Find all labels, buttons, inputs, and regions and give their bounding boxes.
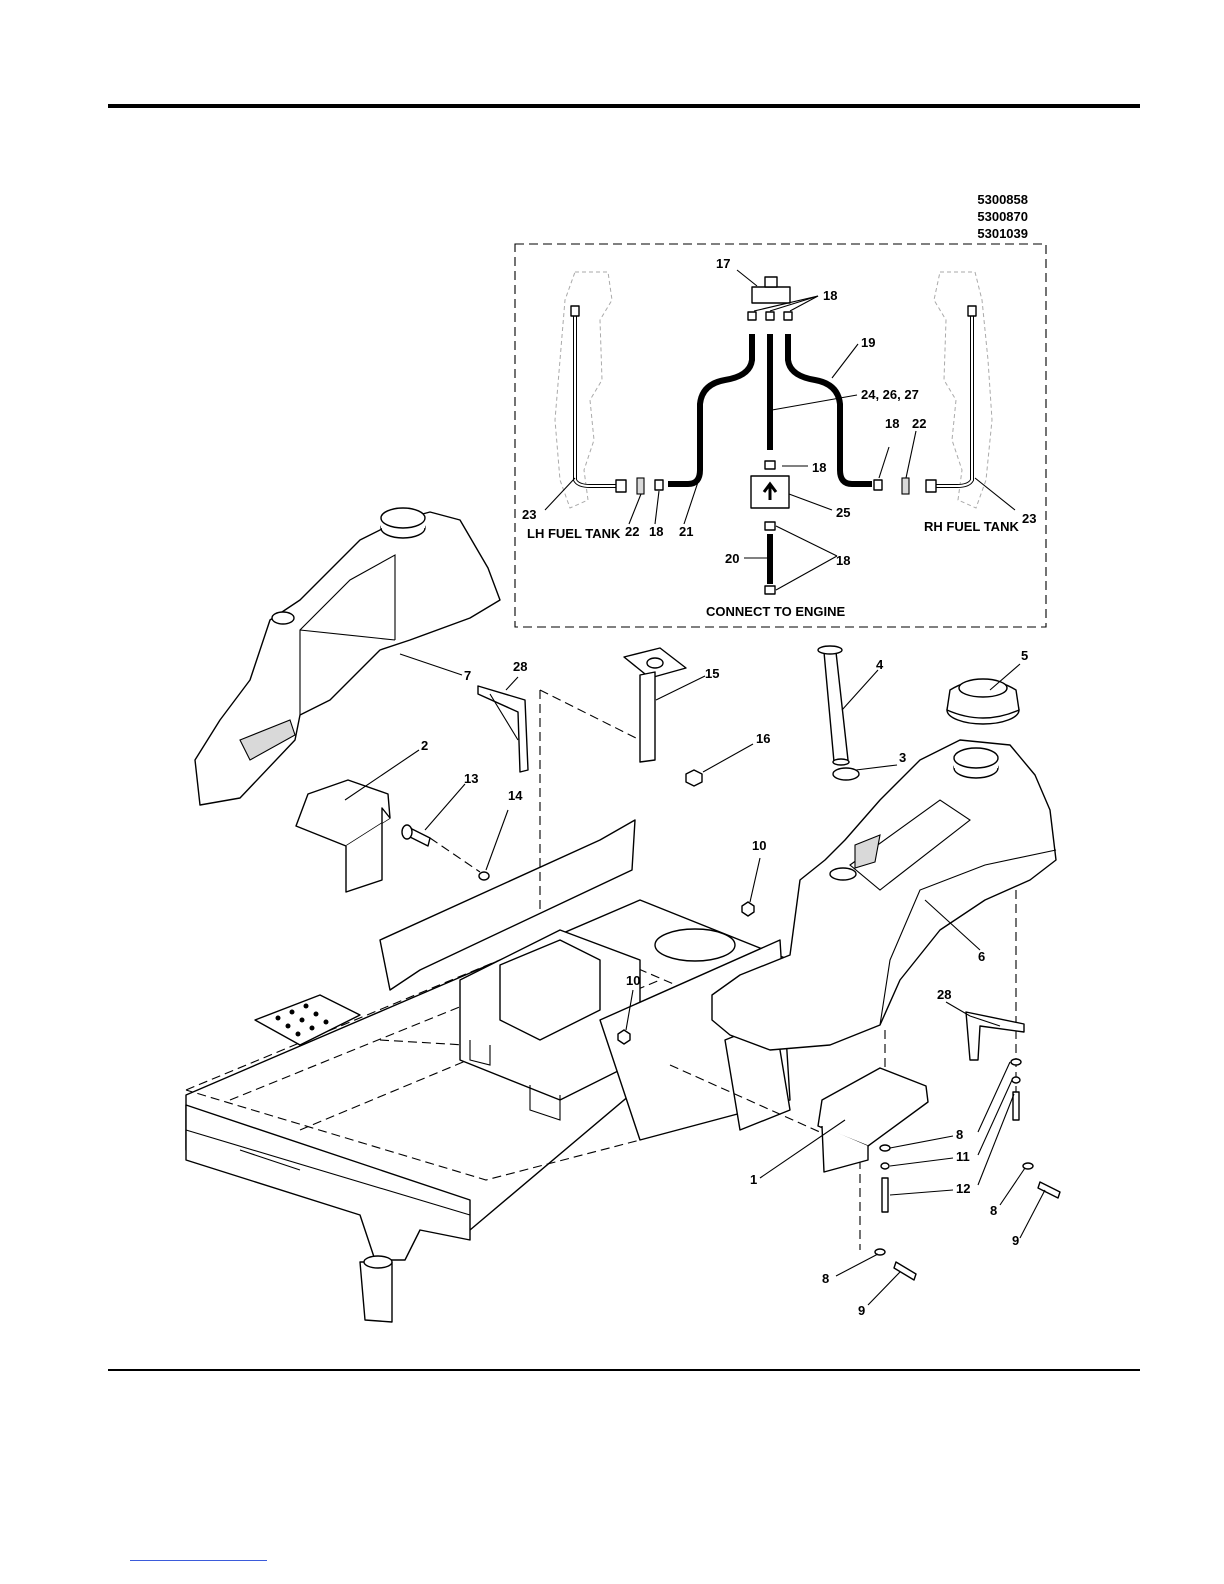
callout-10: 10: [626, 973, 640, 988]
fuel-line-inset: 17 18 19 24, 26, 27 18 22 18 25 23 22 18…: [515, 244, 1046, 627]
callout-1: 1: [750, 1172, 757, 1187]
lock-washer-11: [881, 1163, 889, 1169]
callout-24-26-27: 24, 26, 27: [861, 387, 919, 402]
bolt-9: [1038, 1182, 1060, 1198]
bolt-12: [882, 1178, 888, 1212]
engine-clamp: [765, 586, 775, 594]
callout-8: 8: [956, 1127, 963, 1142]
valve-knob: [765, 277, 777, 287]
rh-fuel-tank: [712, 740, 1056, 1050]
valve-clamp: [766, 312, 774, 320]
lh-tank-port: [272, 612, 294, 624]
caster-tube: [360, 1262, 392, 1322]
hex-nut-10: [742, 902, 754, 916]
washer-14: [479, 872, 489, 880]
footer-rule: [108, 1369, 1140, 1371]
lh-tube-cap: [571, 306, 579, 316]
callout-18: 18: [823, 288, 837, 303]
callout-6: 6: [978, 949, 985, 964]
washer-8: [880, 1145, 890, 1151]
lock-washer-11: [1012, 1077, 1020, 1083]
vent-plug: [833, 768, 859, 780]
callout-19: 19: [861, 335, 875, 350]
rh-elbow: [926, 480, 936, 492]
callout-17: 17: [716, 256, 730, 271]
washer-8: [1011, 1059, 1021, 1065]
rh-pickup-tube: [934, 312, 972, 486]
callout-20: 20: [725, 551, 739, 566]
callout-9: 9: [1012, 1233, 1019, 1248]
callout-10: 10: [752, 838, 766, 853]
exploded-view: 7 28 15 4 5 16 2 13 14 3 10 6 10 28 8 11…: [186, 508, 1060, 1322]
lh-elbow: [616, 480, 626, 492]
hose-19: [788, 334, 872, 484]
valve-clamp: [784, 312, 792, 320]
callout-5: 5: [1021, 648, 1028, 663]
connect-to-engine-label: CONNECT TO ENGINE: [706, 604, 845, 619]
callout-22: 22: [625, 524, 639, 539]
tank-bracket-left: [478, 686, 528, 772]
rh-clamp: [874, 480, 882, 490]
deck-opening: [655, 929, 735, 961]
hex-nut-10: [618, 1030, 630, 1044]
callout-21: 21: [679, 524, 693, 539]
rh-fuel-tank-label: RH FUEL TANK: [924, 519, 1019, 534]
callout-28: 28: [937, 987, 951, 1002]
callout-12: 12: [956, 1181, 970, 1196]
callout-14: 14: [508, 788, 523, 803]
filter-clamp-bottom: [765, 522, 775, 530]
callout-13: 13: [464, 771, 478, 786]
callout-15: 15: [705, 666, 719, 681]
rh-grommet: [902, 478, 909, 494]
callout-18: 18: [649, 524, 663, 539]
mower-frame: [186, 820, 790, 1322]
callout-3: 3: [899, 750, 906, 765]
callout-2: 2: [421, 738, 428, 753]
callout-23: 23: [1022, 511, 1036, 526]
bolt-12: [1013, 1092, 1019, 1120]
callout-9: 9: [858, 1303, 865, 1318]
callout-28: 28: [513, 659, 527, 674]
callout-23: 23: [522, 507, 536, 522]
bolt-9: [894, 1262, 916, 1280]
callout-8: 8: [990, 1203, 997, 1218]
lh-fuel-tank-label: LH FUEL TANK: [527, 526, 621, 541]
lh-grommet: [637, 478, 644, 494]
callout-18: 18: [836, 553, 850, 568]
callout-8: 8: [822, 1271, 829, 1286]
callout-18: 18: [885, 416, 899, 431]
callout-16: 16: [756, 731, 770, 746]
callout-22: 22: [912, 416, 926, 431]
hex-nut: [686, 770, 702, 786]
lh-pickup-tube: [575, 312, 616, 486]
callout-7: 7: [464, 668, 471, 683]
tank-bracket-right: [966, 1012, 1024, 1060]
callout-18: 18: [812, 460, 826, 475]
rh-tank-outline: [934, 272, 992, 508]
callout-25: 25: [836, 505, 850, 520]
hose-21: [668, 334, 752, 484]
shutoff-valve: [752, 287, 790, 303]
lh-fuel-tank: [195, 512, 500, 805]
filter-clamp-top: [765, 461, 775, 469]
footer-link-underline[interactable]: [130, 1560, 267, 1561]
valve-clamp: [748, 312, 756, 320]
rh-tank-port: [830, 868, 856, 880]
lh-tank-outline: [555, 272, 612, 508]
washer-8: [875, 1249, 885, 1255]
lh-clamp: [655, 480, 663, 490]
callout-4: 4: [876, 657, 884, 672]
callout-11: 11: [956, 1149, 970, 1164]
rh-tube-cap: [968, 306, 976, 316]
